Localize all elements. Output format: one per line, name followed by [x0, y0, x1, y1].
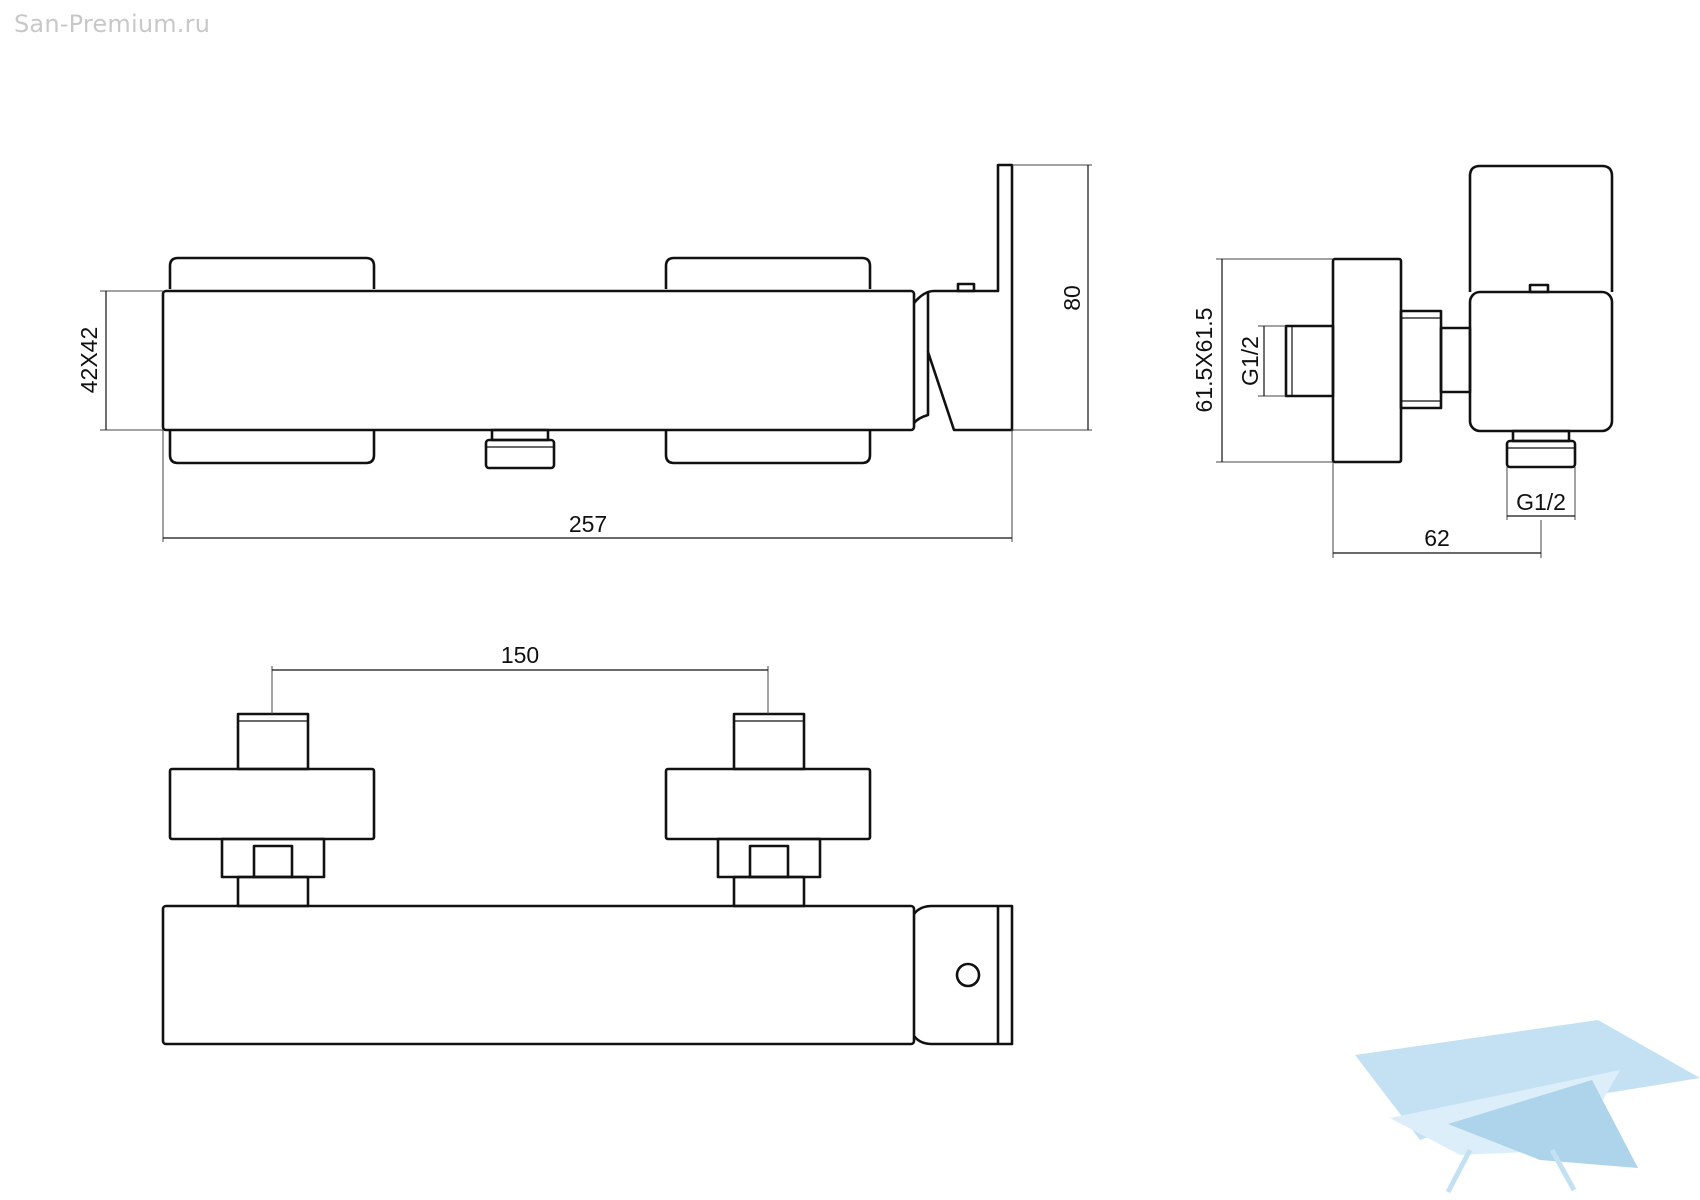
left-inlet-assembly	[168, 712, 376, 908]
dimension-outlet-thread: G1/2	[1516, 489, 1566, 515]
side-view-dimensions: 61.5X61.5 G1/2 G1/2 62	[1191, 258, 1576, 558]
fixing-screw-hole	[955, 962, 981, 988]
side-view	[1284, 164, 1614, 469]
top-view	[161, 712, 1014, 1046]
wall-flange	[1331, 257, 1403, 464]
top-view-dimensions: 150	[271, 642, 769, 714]
dimension-projection: 62	[1424, 525, 1450, 551]
body-cross-section	[1468, 290, 1614, 433]
side-handle	[1468, 164, 1614, 292]
mixer-body-front	[161, 289, 916, 432]
dimension-flange-size: 61.5X61.5	[1191, 308, 1217, 413]
dimension-overall-height: 80	[1059, 285, 1085, 311]
outlet-nut	[484, 428, 556, 470]
dimension-overall-length: 257	[569, 511, 607, 537]
dimension-body-section: 42X42	[76, 327, 102, 394]
right-inlet-assembly	[664, 712, 872, 908]
right-handle-top	[664, 256, 872, 289]
end-cap	[912, 904, 1014, 1046]
mixer-body-top	[161, 904, 916, 1046]
dimension-inlet-thread: G1/2	[1237, 336, 1263, 386]
logo-leg	[1549, 1148, 1577, 1192]
side-outlet-nut	[1505, 429, 1577, 469]
dimension-inlet-spacing: 150	[501, 642, 539, 668]
logo-leg	[1445, 1148, 1473, 1194]
left-handle-top	[168, 256, 376, 289]
inlet-thread	[1284, 324, 1335, 398]
front-view	[161, 163, 1014, 470]
bathtub-logo	[1355, 1020, 1700, 1194]
wall-bracket	[912, 163, 1014, 432]
front-view-dimensions: 42X42 80 257	[76, 164, 1092, 542]
watermark: San-Premium.ru	[14, 10, 211, 38]
logo-shape-front	[1448, 1080, 1638, 1168]
left-handle-bottom	[168, 430, 376, 465]
right-handle-bottom	[664, 430, 872, 465]
